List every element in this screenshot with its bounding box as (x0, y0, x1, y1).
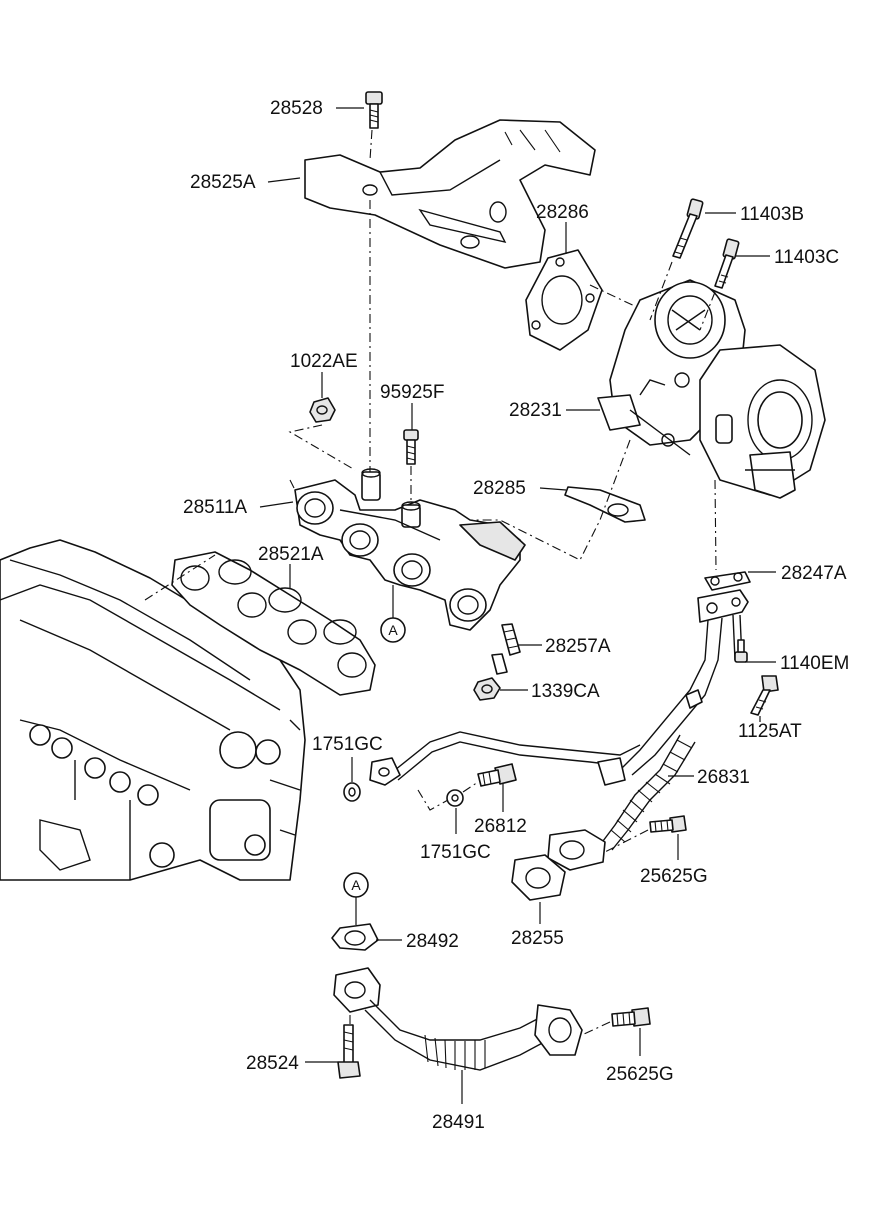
leader-lines (259, 107, 776, 1104)
callout-1022AE: 1022AE (290, 351, 358, 372)
turbocharger (597, 279, 826, 499)
callout-26812: 26812 (474, 816, 527, 837)
reference-marker-a-manifold: A (380, 585, 406, 643)
callout-1339CA: 1339CA (531, 681, 600, 702)
washer-1751GC-bottom (446, 789, 464, 807)
callout-28285: 28285 (473, 478, 526, 499)
callout-1140EM: 1140EM (780, 653, 849, 674)
bolt-25625G-top (649, 815, 687, 833)
stud-95925F (403, 429, 419, 465)
callout-28247A: 28247A (781, 563, 847, 584)
callout-28257A: 28257A (545, 636, 611, 657)
exhaust-manifold (294, 468, 526, 631)
nut-1022AE (309, 397, 336, 423)
stud-28257A (491, 623, 521, 675)
callout-28255: 28255 (511, 928, 564, 949)
bolt-25625G-bottom (611, 1007, 651, 1027)
manifold-gasket (171, 551, 376, 696)
callout-1751GC-top: 1751GC (312, 734, 383, 755)
oil-inlet-line (369, 731, 641, 786)
gasket-28285 (564, 486, 646, 523)
nut-1339CA (473, 677, 501, 701)
oil-gasket-28247A (704, 571, 751, 591)
bolt-28524 (337, 1024, 361, 1079)
callout-28231: 28231 (509, 400, 562, 421)
callout-28524: 28524 (246, 1053, 299, 1074)
callout-1125AT: 1125AT (738, 721, 802, 742)
callout-28528: 28528 (270, 98, 323, 119)
callout-28521A: 28521A (258, 544, 324, 565)
oil-feed-pipe (619, 589, 749, 776)
callout-28491: 28491 (432, 1112, 485, 1133)
callout-28286: 28286 (536, 202, 589, 223)
callout-26831: 26831 (697, 767, 750, 788)
gasket-28492 (331, 923, 379, 951)
gasket-28255 (511, 854, 566, 901)
callout-28511A: 28511A (183, 497, 247, 518)
callout-95925F: 95925F (380, 382, 444, 403)
eye-bolt-26812 (477, 763, 517, 787)
engine-cylinder-head (0, 539, 306, 881)
callout-28492: 28492 (406, 931, 459, 952)
washer-1751GC-top (343, 782, 361, 802)
callout-25625G-top: 25625G (640, 866, 708, 887)
callout-28525A: 28525A (190, 172, 256, 193)
callout-11403C: 11403C (774, 247, 839, 268)
oil-return-hose (547, 734, 696, 871)
bolt-1125AT (750, 675, 779, 716)
gasket-28286 (525, 249, 603, 351)
bolt-11403B (672, 198, 704, 259)
bolt-1140EM (734, 639, 748, 663)
exhaust-pipe-28491 (333, 967, 583, 1071)
svg-text:A: A (388, 622, 398, 638)
heat-shield (304, 119, 596, 269)
callout-1751GC-bottom: 1751GC (420, 842, 491, 863)
bolt-11403C (714, 238, 740, 289)
callout-25625G-bottom: 25625G (606, 1064, 674, 1085)
reference-marker-a-pipe: A (343, 872, 369, 925)
svg-text:A: A (351, 877, 361, 893)
callout-11403B: 11403B (740, 204, 804, 225)
bolt-28528 (365, 91, 383, 129)
